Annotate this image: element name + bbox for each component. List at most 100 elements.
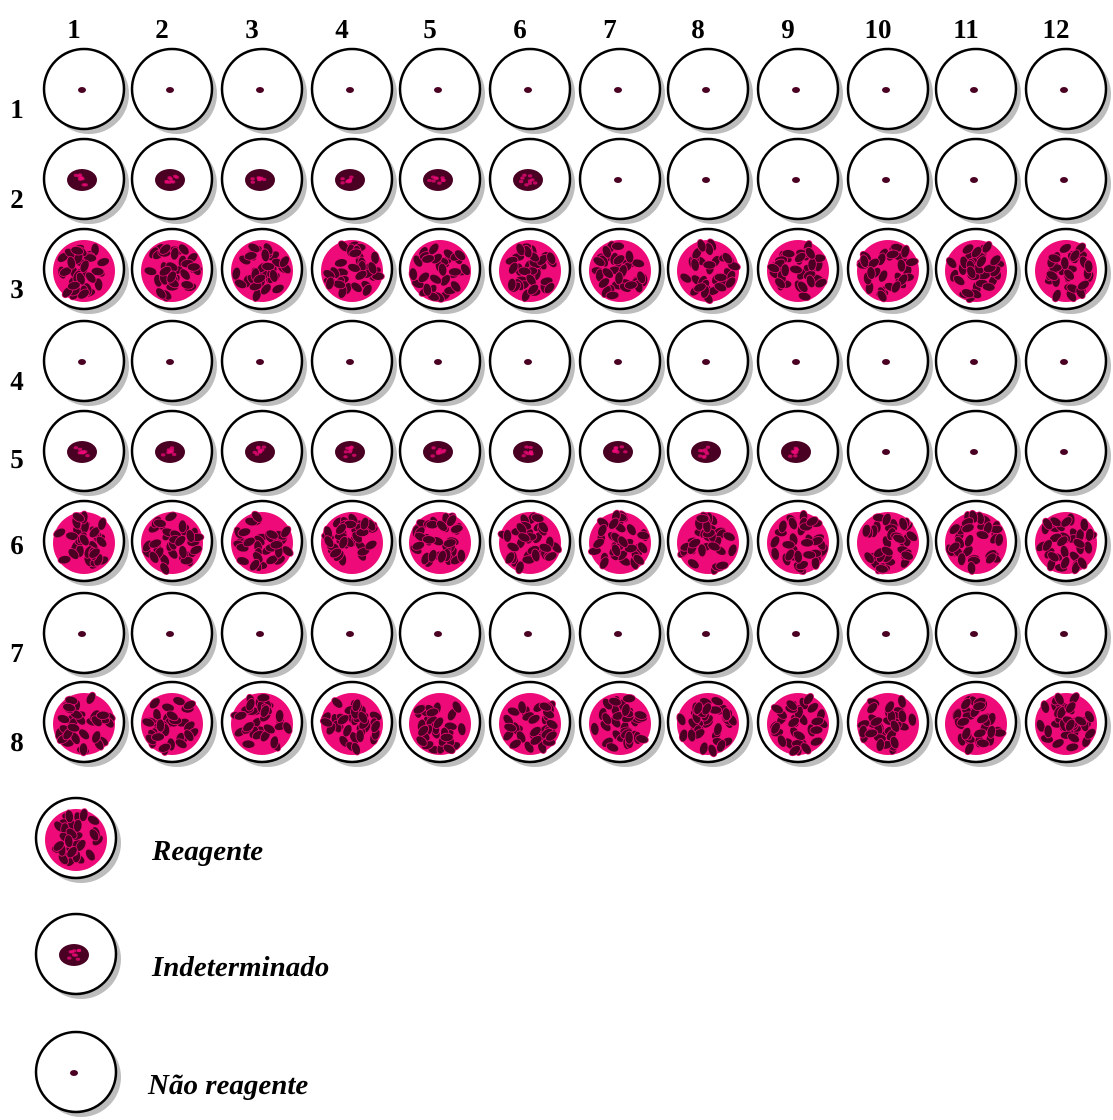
well-r3-c6 (490, 229, 575, 314)
well-r2-c7 (580, 139, 665, 224)
well-r4-c9 (758, 321, 843, 406)
pellet-dot (434, 359, 442, 365)
well-r8-c12 (1026, 682, 1111, 767)
well-r7-c6 (490, 593, 575, 678)
column-label: 1 (67, 14, 81, 44)
well-r6-c5 (400, 501, 485, 586)
pellet-dot (1060, 359, 1068, 365)
well-r2-c8 (668, 139, 753, 224)
pellet-dot (614, 177, 622, 183)
well-r5-c6 (490, 411, 575, 496)
well-r5-c8 (668, 411, 753, 496)
well-r7-c10 (848, 593, 933, 678)
well-r7-c8 (668, 593, 753, 678)
well-r3-c1 (44, 229, 129, 314)
pellet-dot (434, 87, 442, 93)
row-label: 2 (10, 184, 24, 214)
column-label: 8 (691, 14, 705, 44)
row-label: 6 (10, 530, 24, 560)
well-r1-c8 (668, 49, 753, 134)
partial-clump (245, 441, 275, 463)
pellet-dot (78, 359, 86, 365)
well-r6-c1 (44, 501, 129, 586)
pellet-dot (70, 1070, 78, 1076)
well-r3-c7 (580, 229, 665, 314)
well-r2-c3 (222, 139, 307, 224)
well-r5-c1 (44, 411, 129, 496)
pellet-dot (702, 359, 710, 365)
column-label: 10 (865, 14, 892, 44)
pellet-dot (346, 359, 354, 365)
row-label: 3 (10, 274, 24, 304)
agglutination-mat (53, 240, 115, 302)
well-r3-c3 (222, 229, 307, 314)
pellet-dot (166, 359, 174, 365)
pellet-dot (256, 631, 264, 637)
agglutination-mat (589, 693, 651, 755)
column-label: 2 (155, 14, 169, 44)
well-r6-c9 (758, 501, 843, 586)
pellet-dot (970, 359, 978, 365)
well-r3-c8 (668, 229, 753, 314)
legend-item: Indeterminado (36, 914, 329, 999)
row-label: 8 (10, 727, 24, 757)
well-r4-c2 (132, 321, 217, 406)
pellet-dot (1060, 449, 1068, 455)
well-r6-c3 (222, 501, 307, 586)
pellet-dot (702, 177, 710, 183)
well-r4-c8 (668, 321, 753, 406)
partial-clump (423, 441, 453, 463)
pellet-dot (792, 87, 800, 93)
well-r8-c11 (936, 682, 1021, 767)
partial-clump (155, 169, 185, 191)
well-r4-c7 (580, 321, 665, 406)
pellet-dot (524, 631, 532, 637)
pellet-dot (970, 631, 978, 637)
well-r1-c1 (44, 49, 129, 134)
well-r3-c12 (1026, 229, 1111, 314)
column-label: 4 (335, 14, 349, 44)
pellet-dot (970, 449, 978, 455)
partial-clump (67, 441, 97, 463)
pellet-dot (882, 449, 890, 455)
column-label: 11 (953, 14, 979, 44)
well-r7-c11 (936, 593, 1021, 678)
legend-swatch (36, 914, 121, 999)
well-r4-c11 (936, 321, 1021, 406)
partial-clump (245, 169, 275, 191)
well-r6-c2 (132, 501, 217, 586)
legend-swatch (36, 798, 121, 883)
column-label: 9 (781, 14, 795, 44)
row-label: 1 (10, 94, 24, 124)
pellet-dot (882, 177, 890, 183)
well-r3-c9 (758, 229, 843, 314)
pellet-dot (166, 87, 174, 93)
partial-clump (155, 441, 185, 463)
pellet-dot (970, 177, 978, 183)
row-label: 4 (10, 366, 24, 396)
well-r1-c2 (132, 49, 217, 134)
pellet-dot (614, 359, 622, 365)
well-r1-c12 (1026, 49, 1111, 134)
well-r7-c9 (758, 593, 843, 678)
well-r5-c9 (758, 411, 843, 496)
pellet-dot (702, 87, 710, 93)
well-r8-c6 (490, 682, 575, 767)
well-r8-c10 (848, 682, 933, 767)
pellet-dot (346, 87, 354, 93)
partial-clump (335, 441, 365, 463)
well-r6-c8 (668, 501, 753, 586)
pellet-dot (524, 87, 532, 93)
pellet-dot (882, 87, 890, 93)
pellet-dot (1060, 177, 1068, 183)
pellet-dot (1060, 631, 1068, 637)
well-r2-c6 (490, 139, 575, 224)
pellet-dot (434, 631, 442, 637)
well-r8-c8 (668, 682, 753, 767)
well-r4-c6 (490, 321, 575, 406)
partial-clump (59, 944, 89, 966)
agglutination-mat (589, 240, 651, 302)
partial-clump (691, 441, 721, 463)
well-r5-c3 (222, 411, 307, 496)
